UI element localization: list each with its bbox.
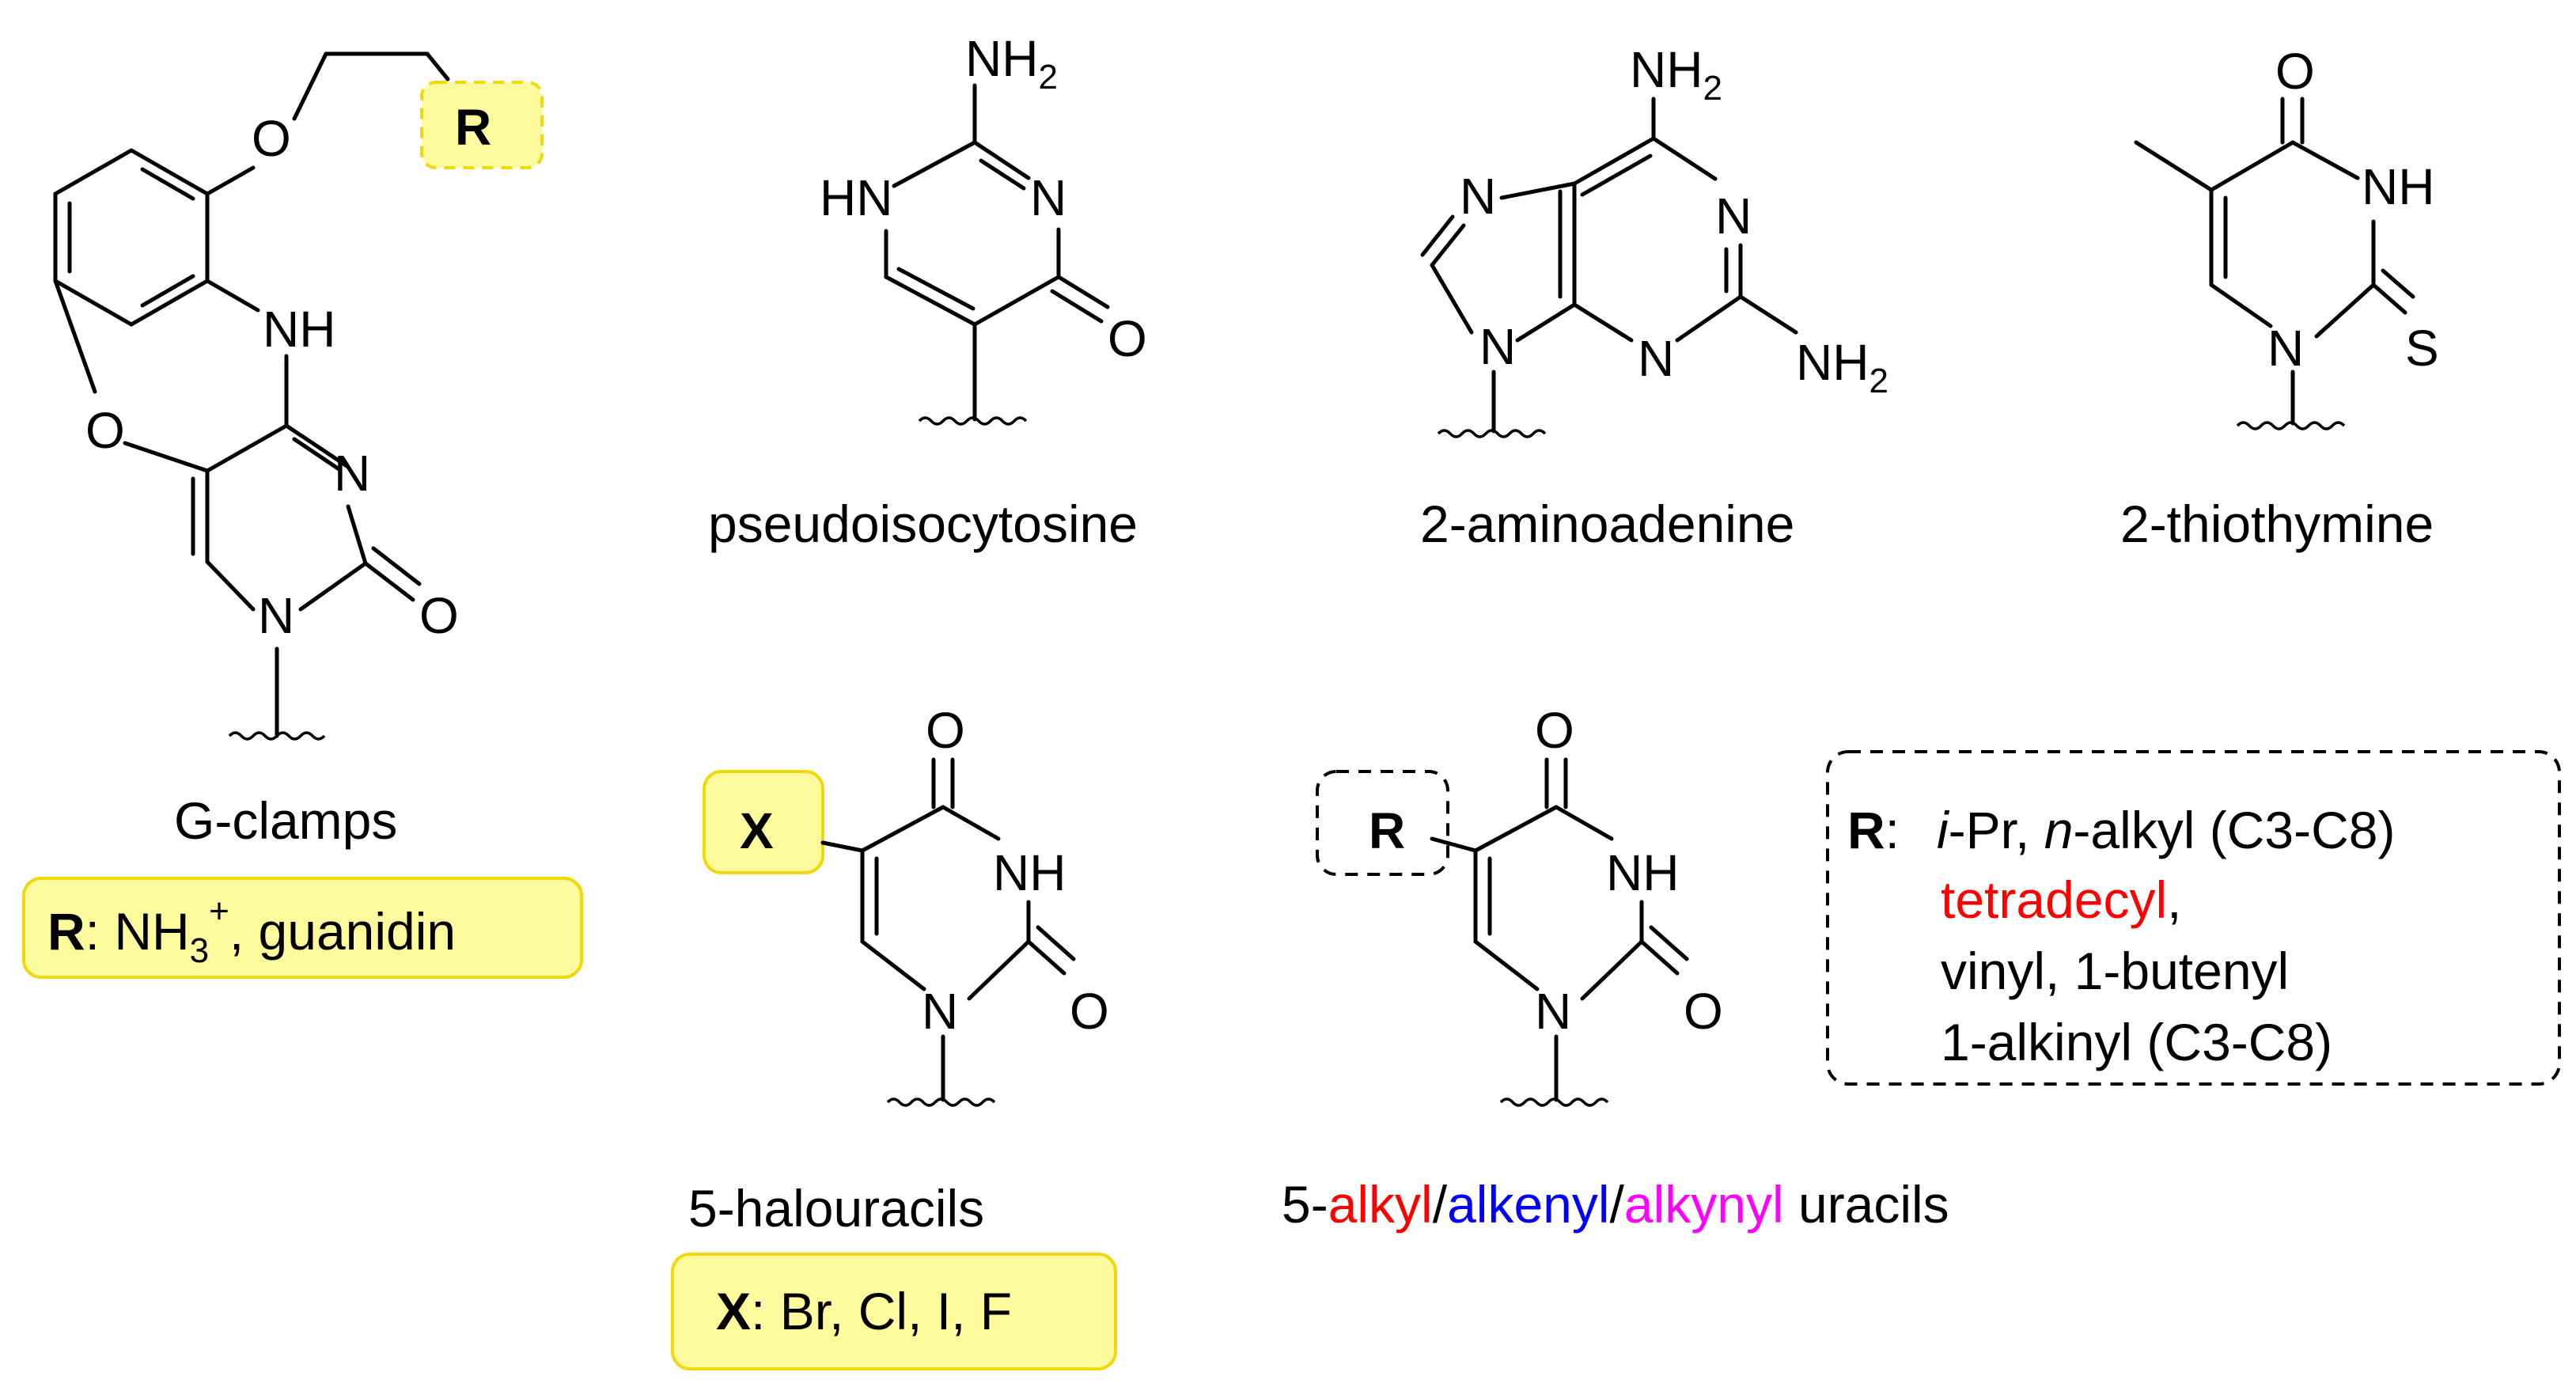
- alkyluracil-caption-alkynyl: alkynyl: [1624, 1175, 1784, 1234]
- aa-n9: N: [1479, 318, 1516, 375]
- aa-nh2-top: NH2: [1630, 41, 1722, 108]
- g-clamp-sub3: 3: [190, 931, 209, 970]
- alkyluracil-caption-alkenyl: alkenyl: [1447, 1175, 1609, 1234]
- g-clamp-r-highlight: [420, 81, 544, 169]
- alkyluracil-r-dashed-box: [1316, 770, 1449, 876]
- svg-text:tetradecyl,: tetradecyl,: [1941, 870, 2181, 929]
- halouracil-x-symbol: X: [716, 1282, 751, 1340]
- g-clamp-r-symbol: R: [47, 902, 85, 961]
- aminoadenine-structure: NH2 N N N N NH2: [1420, 41, 1888, 438]
- g-clamp-structure: R O NH O N N O: [53, 51, 544, 741]
- thiothymine-caption: 2-thiothymine: [2120, 495, 2434, 553]
- g-clamp-r-box: R: NH3+, guanidin: [22, 877, 583, 979]
- alkyluracil-def-i: i: [1937, 801, 1950, 859]
- svg-text:R:: R:: [1847, 801, 1900, 859]
- hu-o: O: [926, 702, 965, 759]
- alkyluracil-caption-prefix: 5-: [1282, 1175, 1328, 1234]
- halouracil-x-highlight: [703, 770, 824, 874]
- alkyluracil-def-r: R: [1847, 801, 1885, 859]
- g-clamp-nh: NH: [263, 301, 335, 358]
- halouracil-structure: X O NH N O: [703, 702, 1109, 1107]
- alkyluracil-caption-alkyl: alkyl: [1328, 1175, 1433, 1234]
- g-clamp-n1: N: [258, 587, 294, 644]
- g-clamp-r-atom: R: [455, 99, 491, 156]
- alkyluracil-r-atom: R: [1369, 802, 1405, 859]
- halouracil-x-box: X: Br, Cl, I, F: [671, 1253, 1117, 1370]
- alkyluracil-caption-slash2: /: [1610, 1175, 1625, 1234]
- alkyluracil-def-comma: ,: [2167, 870, 2181, 929]
- pseudoisocytosine-caption: pseudoisocytosine: [708, 495, 1138, 553]
- tt-nh: NH: [2362, 158, 2434, 215]
- au-nh: NH: [1606, 844, 1679, 901]
- halouracil-x-atom: X: [740, 802, 774, 859]
- g-clamp-ether-o: O: [252, 110, 291, 167]
- alkyluracil-caption: 5-alkyl/alkenyl/alkynyl uracils: [1282, 1175, 1949, 1234]
- g-clamp-plus: +: [209, 892, 229, 931]
- g-clamp-carbonyl-o: O: [419, 587, 459, 644]
- halouracil-x-values: : Br, Cl, I, F: [751, 1282, 1012, 1340]
- psc-o: O: [1108, 310, 1147, 367]
- tt-s: S: [2405, 320, 2439, 377]
- pseudoisocytosine-structure: NH2 HN N O: [820, 30, 1147, 426]
- hu-o2: O: [1070, 983, 1109, 1040]
- alkyluracil-caption-slash1: /: [1433, 1175, 1448, 1234]
- aminoadenine-caption: 2-aminoadenine: [1420, 495, 1794, 553]
- tt-n1: N: [2267, 320, 2304, 377]
- alkyluracil-structure: R O NH N O: [1316, 702, 1723, 1107]
- au-o: O: [1535, 702, 1574, 759]
- g-clamp-r-sep: : NH: [85, 902, 190, 961]
- svg-text:R: NH3+, guanidin: R: NH3+, guanidin: [47, 892, 456, 970]
- aa-n1: N: [1715, 188, 1752, 245]
- hu-nh: NH: [993, 844, 1066, 901]
- alkyluracil-def-nalkyl: -alkyl (C3-C8): [2073, 801, 2395, 859]
- hu-n1: N: [922, 983, 958, 1040]
- tt-o: O: [2275, 43, 2315, 100]
- psc-nh2: NH2: [965, 30, 1058, 97]
- aa-nh2-bottom: NH2: [1796, 334, 1888, 400]
- alkyluracil-def-ipr: -Pr,: [1949, 801, 2044, 859]
- g-clamp-bridge-o: O: [85, 402, 125, 459]
- alkyluracil-def-colon: :: [1885, 801, 1900, 859]
- alkyluracil-def-alkinyl: 1-alkinyl (C3-C8): [1941, 1013, 2332, 1071]
- svg-text:i-Pr, n-alkyl (C3-C8): i-Pr, n-alkyl (C3-C8): [1937, 801, 2395, 859]
- alkyluracil-def-n: n: [2044, 801, 2074, 859]
- alkyluracil-def-tetradecyl: tetradecyl: [1941, 870, 2167, 929]
- thiothymine-structure: O NH N S: [2134, 43, 2439, 430]
- alkyluracil-def-vinyl: vinyl, 1-butenyl: [1941, 942, 2289, 1000]
- au-o2: O: [1684, 983, 1723, 1040]
- psc-n: N: [1030, 169, 1066, 226]
- alkyluracil-caption-suffix: uracils: [1784, 1175, 1949, 1234]
- aa-n7: N: [1460, 168, 1496, 225]
- g-clamp-ring-n: N: [334, 445, 370, 502]
- alkyluracil-r-definition-box: R: i-Pr, n-alkyl (C3-C8) tetradecyl, vin…: [1826, 750, 2561, 1086]
- svg-text:X: Br, Cl, I, F: X: Br, Cl, I, F: [716, 1282, 1012, 1340]
- psc-hn: HN: [820, 169, 892, 226]
- g-clamp-caption: G-clamps: [174, 791, 397, 850]
- halouracil-caption: 5-halouracils: [688, 1179, 984, 1238]
- g-clamp-r-rest: , guanidin: [229, 902, 456, 961]
- au-n1: N: [1535, 983, 1571, 1040]
- aa-n3: N: [1638, 330, 1674, 387]
